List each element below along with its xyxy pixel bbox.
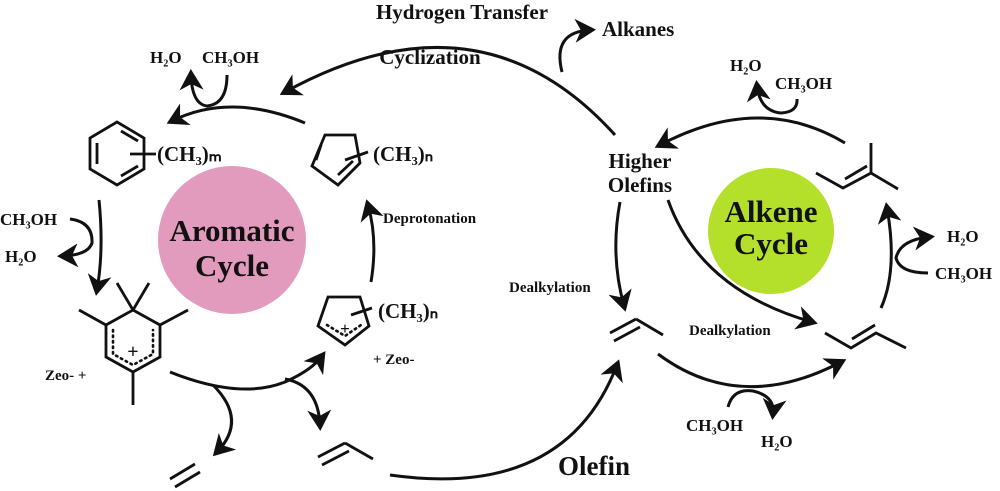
zeo-label: Zeo- + [45,368,86,384]
alkene-cycle-circle [708,168,834,294]
butene-molecule [824,323,907,350]
aromatic-cycle-label-2: Cycle [195,248,269,283]
dealkylation-right-label: Dealkylation [689,323,771,339]
aromatic-cycle-label: Aromatic [169,213,294,248]
isobutene-molecule [815,143,899,191]
benzene-molecule [88,120,156,187]
cyclopentenyl-cation-molecule: + [316,295,373,347]
ch3oh-label: CH₃OH [935,264,992,283]
ch3oh-label: CH₃OH [686,416,743,435]
deprotonation-label: Deprotonation [383,211,477,227]
ch3oh-label: CH₃OH [202,48,259,67]
h2o-label: H₂O [947,227,979,246]
aromatic-bottom-arrow [169,351,326,391]
alkene-cycle-label-2: Cycle [734,226,808,261]
olefin-arrow [389,359,623,481]
deprotonation-arrow [360,199,384,283]
methanol-water-arrow [894,226,935,275]
propene-arrow [284,377,332,431]
methanol-water-arrow [57,217,94,268]
benzenium-cation-molecule: + [78,282,189,405]
ch3oh-label: CH₃OH [0,210,57,229]
aromatic-cycle-circle [158,166,306,314]
zeo-label: + Zeo- [373,352,414,368]
hydrogen-transfer-label: Hydrogen Transfer [376,0,548,24]
ch3oh-label: CH₃OH [775,74,832,93]
methanol-water-arrow [746,80,799,115]
h2o-label: H₂O [761,432,793,451]
alkene-right-arrow [877,202,902,309]
cyclopentadiene-substituent: (CH₃)ₙ [373,142,433,166]
dealkylation-right-arrow [666,199,818,330]
aromatic-left-arrow [87,199,112,296]
higher-olefins-label-2: Olefins [608,173,672,197]
ethylene-arrow [211,383,237,457]
reaction-arrows [57,18,935,481]
cyclopentenyl-substituent: (CH₃)ₙ [378,299,438,323]
dealkylation-left-label: Dealkylation [509,280,591,296]
olefin-label: Olefin [558,451,630,481]
alkene-bottom-arrow [657,352,847,389]
h2o-label: H₂O [150,48,182,67]
alkanes-label: Alkanes [602,17,674,41]
aromatic-top-arrow [166,103,306,126]
alkene-cycle-label: Alkene [725,194,818,229]
benzene-substituent: (CH₃)ₘ [157,142,222,166]
hydrogen-transfer-arrow [279,46,617,137]
propene-molecule [317,441,374,467]
methanol-water-arrow [179,69,229,108]
svg-text:+: + [127,341,138,363]
propene-molecule [609,317,664,343]
h2o-label: H₂O [730,56,762,75]
ethylene-molecule [169,462,201,489]
cyclopentadiene-molecule [310,133,369,187]
dealkylation-left-arrow [608,201,632,312]
alkene-top-arrow [654,116,846,149]
h2o-label: H₂O [5,247,37,266]
methanol-water-arrow [726,389,787,420]
higher-olefins-label: Higher [609,149,672,173]
alkanes-arrow [558,18,596,73]
svg-text:+: + [340,319,350,338]
